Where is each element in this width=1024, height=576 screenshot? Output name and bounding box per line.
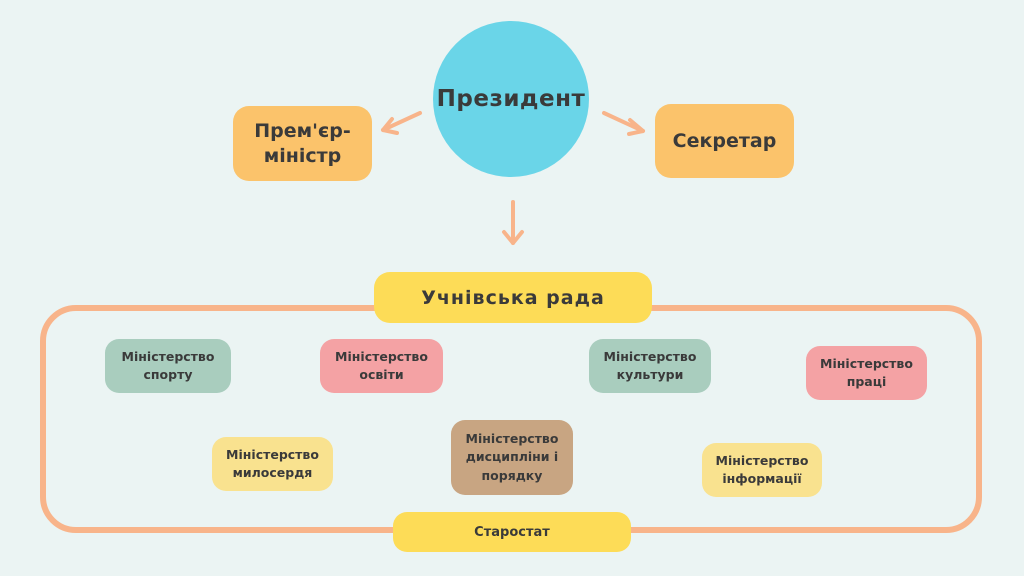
ministry-education-node: Міністерство освіти bbox=[320, 339, 443, 393]
ministry-culture-line1: Міністерство bbox=[603, 348, 697, 364]
arrow-to-secretary bbox=[602, 111, 645, 136]
ministry-information-line1: Міністерство bbox=[715, 452, 809, 468]
ministry-mercy-line2: милосердя bbox=[232, 465, 313, 480]
prime-minister-node: Прем'єр- міністр bbox=[233, 106, 372, 181]
starostat-node: Старостат bbox=[393, 512, 631, 552]
ministry-sport-node: Міністерство спорту bbox=[105, 339, 231, 393]
ministry-sport-line2: спорту bbox=[143, 367, 193, 382]
secretary-node: Секретар bbox=[655, 104, 794, 178]
ministry-work-node: Міністерство праці bbox=[806, 346, 927, 400]
ministry-culture-line2: культури bbox=[616, 367, 684, 382]
ministry-discipline-node: Міністерство дисципліни і порядку bbox=[451, 420, 573, 495]
student-council-node: Учнівська рада bbox=[374, 272, 652, 323]
student-council-label: Учнівська рада bbox=[421, 286, 605, 309]
ministry-education-line2: освіти bbox=[359, 367, 404, 382]
ministry-culture-node: Міністерство культури bbox=[589, 339, 711, 393]
ministry-sport-line1: Міністерство bbox=[121, 348, 215, 364]
secretary-label: Секретар bbox=[672, 130, 777, 152]
ministry-education-line1: Міністерство bbox=[335, 348, 428, 364]
ministry-information-node: Міністерство інформації bbox=[702, 443, 822, 497]
arrow-to-council bbox=[502, 200, 524, 245]
ministry-work-line2: праці bbox=[846, 374, 887, 389]
arrow-to-prime-minister bbox=[381, 111, 422, 135]
ministry-information-line2: інформації bbox=[722, 471, 802, 486]
ministry-mercy-node: Міністерство милосердя bbox=[212, 437, 333, 491]
prime-minister-label-line1: Прем'єр- bbox=[254, 119, 351, 142]
ministry-mercy-line1: Міністерство bbox=[226, 446, 319, 462]
ministry-discipline-line1: Міністерство bbox=[465, 431, 559, 447]
president-label: Президент bbox=[436, 86, 586, 112]
prime-minister-label-line2: міністр bbox=[263, 144, 342, 167]
president-node: Президент bbox=[433, 21, 589, 177]
ministry-discipline-line3: порядку bbox=[481, 467, 543, 483]
ministry-work-line1: Міністерство bbox=[820, 355, 913, 371]
ministry-discipline-line2: дисципліни і bbox=[465, 449, 559, 465]
starostat-label: Старостат bbox=[474, 524, 550, 540]
